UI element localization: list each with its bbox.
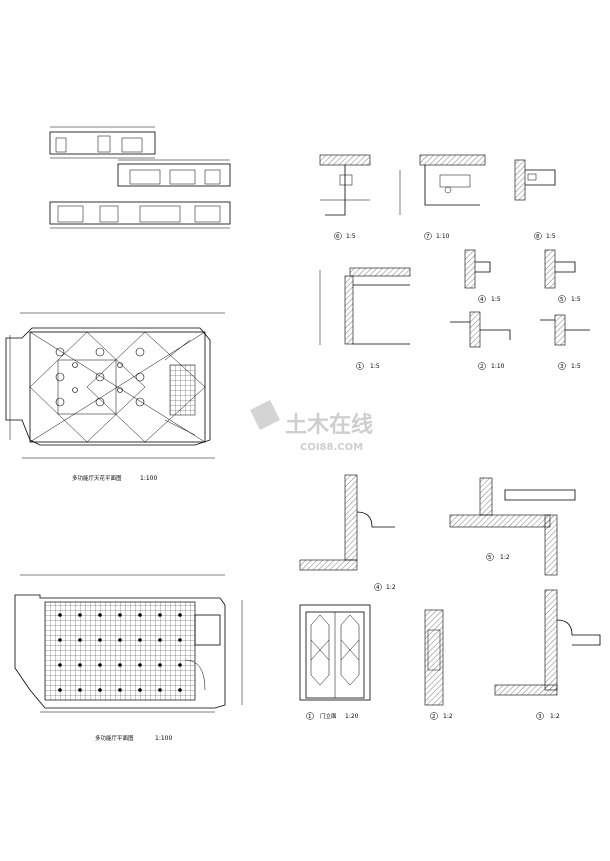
door-elevation-scale: 1:20 bbox=[345, 713, 359, 720]
svg-text:4: 4 bbox=[376, 585, 380, 591]
detail-4-scale: 1:5 bbox=[491, 296, 501, 303]
detail-2-large: 2 1:2 bbox=[424, 609, 453, 720]
svg-text:6: 6 bbox=[336, 234, 340, 240]
svg-text:2: 2 bbox=[480, 364, 484, 370]
floor-plan: 多功能厅平面图 1:100 bbox=[14, 574, 243, 742]
watermark: 土木在线 COI88.COM bbox=[250, 400, 373, 453]
detail-5-large-scale: 1:2 bbox=[500, 554, 510, 561]
svg-text:5: 5 bbox=[488, 555, 492, 561]
ceiling-plan: 多功能厅天花平面图 1:100 bbox=[5, 312, 225, 482]
detail-3-large: 3 1:2 bbox=[494, 589, 601, 720]
detail-8: 8 1:5 bbox=[514, 159, 556, 240]
detail-1: 1 1:5 bbox=[319, 267, 411, 370]
detail-6: 6 1:5 bbox=[319, 154, 371, 240]
detail-8-scale: 1:5 bbox=[546, 233, 556, 240]
door-elevation-title: 门立面 bbox=[320, 712, 337, 720]
detail-2-scale: 1:10 bbox=[491, 363, 505, 370]
ceiling-plan-title: 多功能厅天花平面图 bbox=[72, 474, 122, 482]
ceiling-plan-scale: 1:100 bbox=[140, 475, 157, 482]
watermark-text: 土木在线 bbox=[285, 412, 373, 438]
detail-2-large-scale: 1:2 bbox=[443, 713, 453, 720]
svg-text:7: 7 bbox=[426, 234, 430, 240]
detail-3-large-scale: 1:2 bbox=[550, 713, 560, 720]
svg-text:4: 4 bbox=[480, 297, 484, 303]
detail-7: 7 1:10 bbox=[399, 154, 486, 240]
detail-5-large: 5 1:2 bbox=[449, 477, 576, 576]
detail-4: 4 1:5 bbox=[464, 249, 501, 303]
svg-text:2: 2 bbox=[432, 714, 436, 720]
detail-4-large: 4 1:2 bbox=[299, 474, 396, 591]
detail-3-scale: 1:5 bbox=[571, 363, 581, 370]
detail-2: 2 1:10 bbox=[450, 311, 511, 370]
detail-1-scale: 1:5 bbox=[370, 363, 380, 370]
svg-text:1: 1 bbox=[358, 364, 362, 370]
detail-5: 5 1:5 bbox=[544, 249, 581, 303]
door-elevation: 1 门立面 1:20 bbox=[299, 604, 371, 720]
small-elevation-2 bbox=[117, 159, 231, 187]
detail-4-large-scale: 1:2 bbox=[386, 584, 396, 591]
detail-5-scale: 1:5 bbox=[571, 296, 581, 303]
small-elevation-3 bbox=[49, 201, 231, 229]
svg-text:3: 3 bbox=[560, 364, 564, 370]
svg-text:8: 8 bbox=[536, 234, 540, 240]
svg-text:1: 1 bbox=[308, 714, 312, 720]
watermark-url: COI88.COM bbox=[300, 442, 363, 453]
floor-plan-scale: 1:100 bbox=[155, 735, 172, 742]
svg-text:3: 3 bbox=[538, 714, 542, 720]
floor-plan-title: 多功能厅平面图 bbox=[95, 734, 134, 742]
svg-text:5: 5 bbox=[560, 297, 564, 303]
detail-3: 3 1:5 bbox=[540, 314, 590, 370]
ceiling-lights bbox=[55, 347, 145, 407]
small-elevation-1 bbox=[49, 126, 156, 159]
detail-7-scale: 1:10 bbox=[436, 233, 450, 240]
detail-6-scale: 1:5 bbox=[346, 233, 356, 240]
